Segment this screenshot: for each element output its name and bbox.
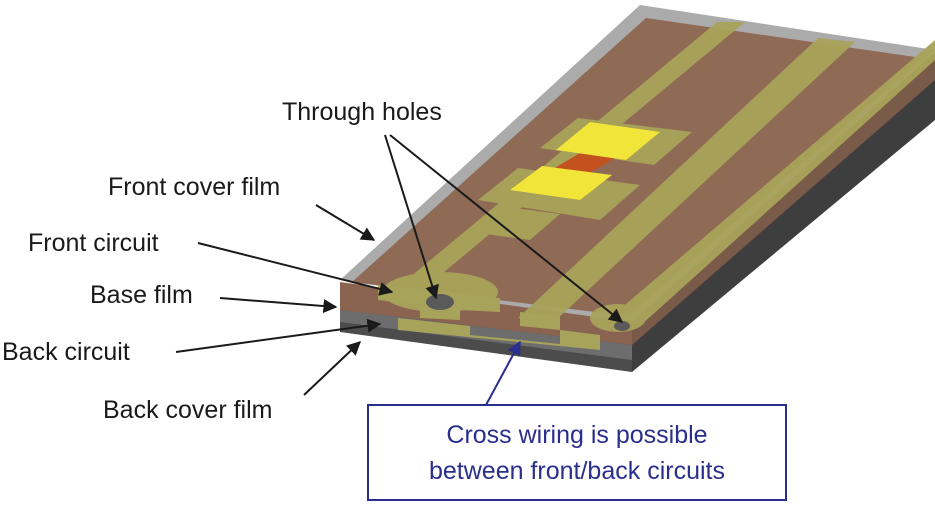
arrow-front-cover-film <box>315 204 376 241</box>
back-cover-film-right-side <box>632 75 935 372</box>
arrow-through-holes-right <box>389 134 624 323</box>
arrow-back-cover-film <box>303 341 362 396</box>
flexible-circuit-board <box>340 5 935 372</box>
callout-line-1: Cross wiring is possible <box>446 421 707 449</box>
trace-stub <box>470 206 560 240</box>
back-circuit-edge <box>398 318 600 350</box>
label-through-holes: Through holes <box>282 98 442 126</box>
component-pad-upper <box>556 122 660 160</box>
callout-box <box>367 404 787 501</box>
arrow-through-holes-left <box>384 134 439 300</box>
arrow-back-circuit <box>175 318 382 353</box>
label-back-cover-film: Back cover film <box>103 396 272 424</box>
through-hole-left <box>426 294 454 310</box>
trace-3 <box>605 40 935 326</box>
through-hole-right <box>614 321 630 331</box>
label-front-cover-film: Front cover film <box>108 173 280 201</box>
front-circuit-traces <box>382 22 935 332</box>
trace-2 <box>518 38 855 320</box>
callout-line-2: between front/back circuits <box>429 457 725 485</box>
label-front-circuit: Front circuit <box>28 229 159 257</box>
cross-wiring-callout: Cross wiring is possible between front/b… <box>367 340 787 501</box>
component-pad-lower <box>510 166 612 200</box>
label-base-film: Base film <box>90 281 193 309</box>
label-back-circuit: Back circuit <box>2 338 130 366</box>
arrow-front-circuit <box>197 242 394 296</box>
callout-arrow <box>485 340 521 406</box>
arrow-base-film <box>219 297 338 314</box>
front-circuit-edge-right <box>520 312 560 330</box>
label-arrows <box>175 134 624 396</box>
